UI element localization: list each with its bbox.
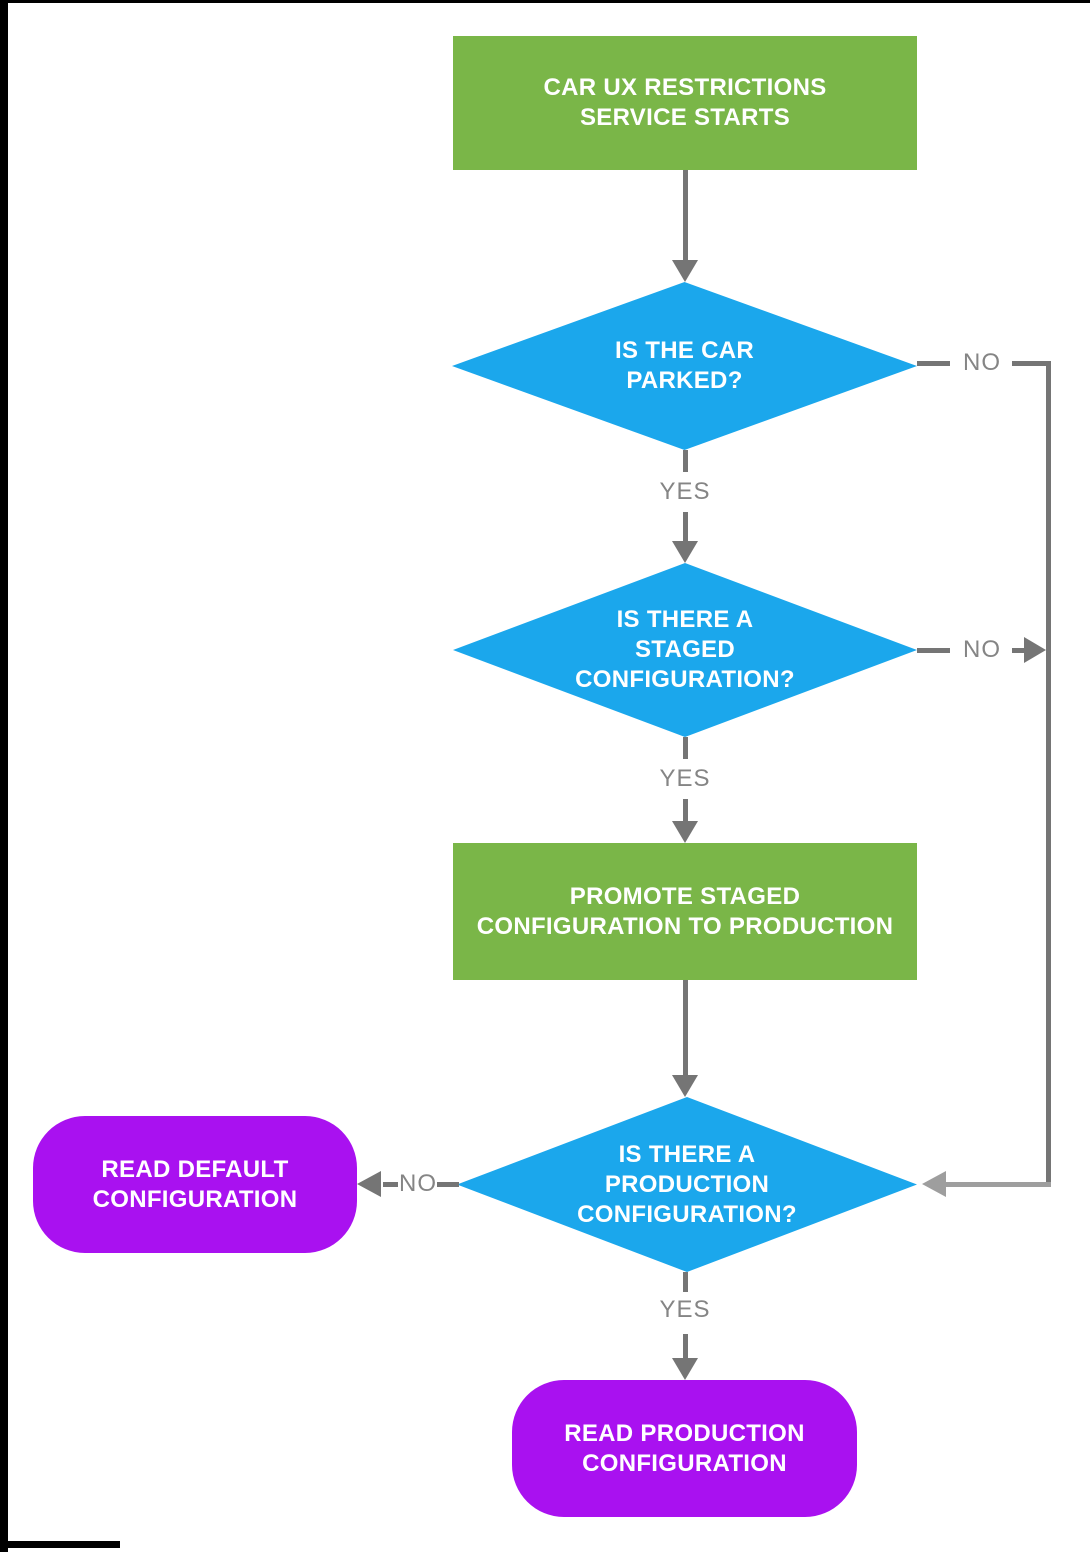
edge-label-parked-no: NO	[963, 349, 1001, 376]
connector-right-vertical-line	[1046, 361, 1051, 1187]
node-decision-production-label: IS THERE A PRODUCTION CONFIGURATION?	[577, 1140, 797, 1228]
node-read-default-label: READ DEFAULT CONFIGURATION	[92, 1155, 298, 1213]
arrowhead-down-into-read-production-icon	[672, 1358, 698, 1380]
arrowhead-left-into-default-icon	[357, 1171, 381, 1197]
connector-production-yes-line-a	[683, 1272, 688, 1292]
arrowhead-down-into-promote-icon	[672, 821, 698, 843]
connector-production-no-line-a	[437, 1182, 459, 1187]
connector-staged-yes-line-a	[683, 737, 688, 759]
connector-parked-no-line-a	[917, 361, 950, 366]
node-read-production-label: READ PRODUCTION CONFIGURATION	[564, 1419, 805, 1477]
edge-label-staged-yes: YES	[659, 765, 711, 792]
node-decision-staged-label: IS THERE A STAGED CONFIGURATION?	[575, 606, 795, 693]
connector-staged-yes-line-b	[683, 799, 688, 823]
edge-label-production-no: NO	[399, 1170, 437, 1197]
connector-production-no-line-b	[383, 1182, 398, 1187]
arrowhead-down-into-production-icon	[672, 1075, 698, 1097]
frame-top-edge	[0, 0, 1090, 3]
connector-promote-to-production-line	[683, 980, 688, 1075]
edge-label-parked-yes: YES	[659, 478, 711, 505]
edge-label-production-yes: YES	[659, 1296, 711, 1323]
connector-staged-no-line-b	[1012, 648, 1026, 653]
connector-start-to-parked-line	[683, 170, 688, 262]
frame-left-edge	[0, 0, 8, 1552]
node-decision-production: IS THERE A PRODUCTION CONFIGURATION?	[457, 1097, 917, 1272]
node-start-label: CAR UX RESTRICTIONS SERVICE STARTS	[543, 74, 827, 131]
node-decision-parked: IS THE CAR PARKED?	[452, 282, 917, 450]
arrowhead-down-into-staged-icon	[672, 541, 698, 563]
node-decision-parked-label: IS THE CAR PARKED?	[614, 337, 754, 394]
arrowhead-down-into-parked-icon	[672, 260, 698, 282]
node-read-default: READ DEFAULT CONFIGURATION	[33, 1116, 357, 1253]
arrowhead-left-into-production-icon	[922, 1171, 946, 1197]
arrowhead-right-into-vertical-icon	[1024, 637, 1046, 663]
edge-label-staged-no: NO	[963, 636, 1001, 663]
node-start: CAR UX RESTRICTIONS SERVICE STARTS	[453, 36, 917, 170]
connector-production-yes-line-b	[683, 1334, 688, 1358]
frame-bottom-edge	[0, 1541, 120, 1548]
connector-staged-no-line-a	[917, 648, 950, 653]
node-read-production: READ PRODUCTION CONFIGURATION	[512, 1380, 857, 1517]
connector-right-elbow-line	[946, 1182, 1051, 1187]
node-promote-label: PROMOTE STAGED CONFIGURATION TO PRODUCTI…	[476, 882, 894, 940]
node-promote: PROMOTE STAGED CONFIGURATION TO PRODUCTI…	[453, 843, 917, 980]
connector-parked-yes-line-b	[683, 512, 688, 543]
connector-parked-no-line-b	[1012, 361, 1051, 366]
node-decision-staged: IS THERE A STAGED CONFIGURATION?	[453, 563, 917, 737]
connector-parked-yes-line-a	[683, 450, 688, 472]
